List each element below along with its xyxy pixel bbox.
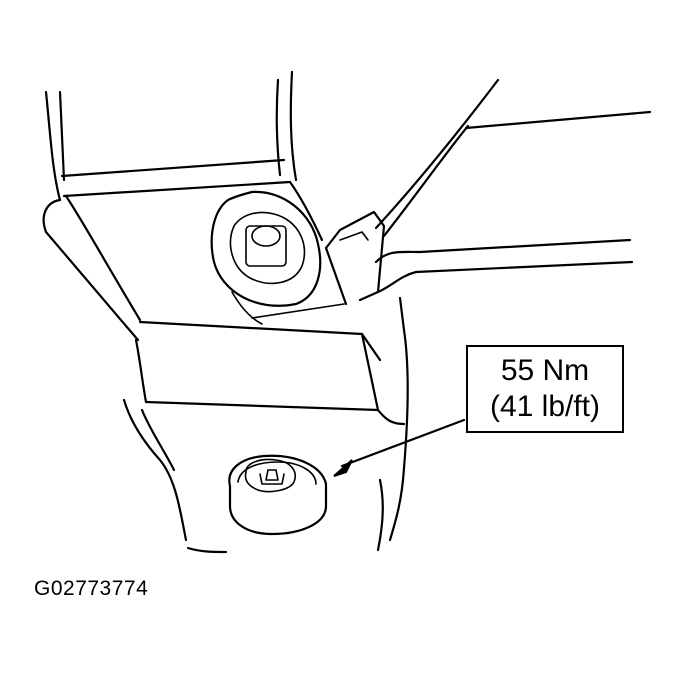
locating-tab bbox=[324, 78, 652, 306]
figure-id: G02773774 bbox=[34, 577, 149, 600]
torque-spec-callout: 55 Nm (41 lb/ft) bbox=[466, 345, 624, 433]
upper-frame-lines bbox=[44, 70, 298, 202]
bracket-body bbox=[42, 180, 409, 554]
upper-bolt bbox=[210, 190, 345, 325]
lower-bolt bbox=[228, 454, 328, 536]
callout-leader bbox=[333, 418, 466, 477]
torque-value-nm: 55 Nm bbox=[500, 354, 590, 387]
torque-value-lbft: (41 lb/ft) bbox=[489, 390, 601, 423]
